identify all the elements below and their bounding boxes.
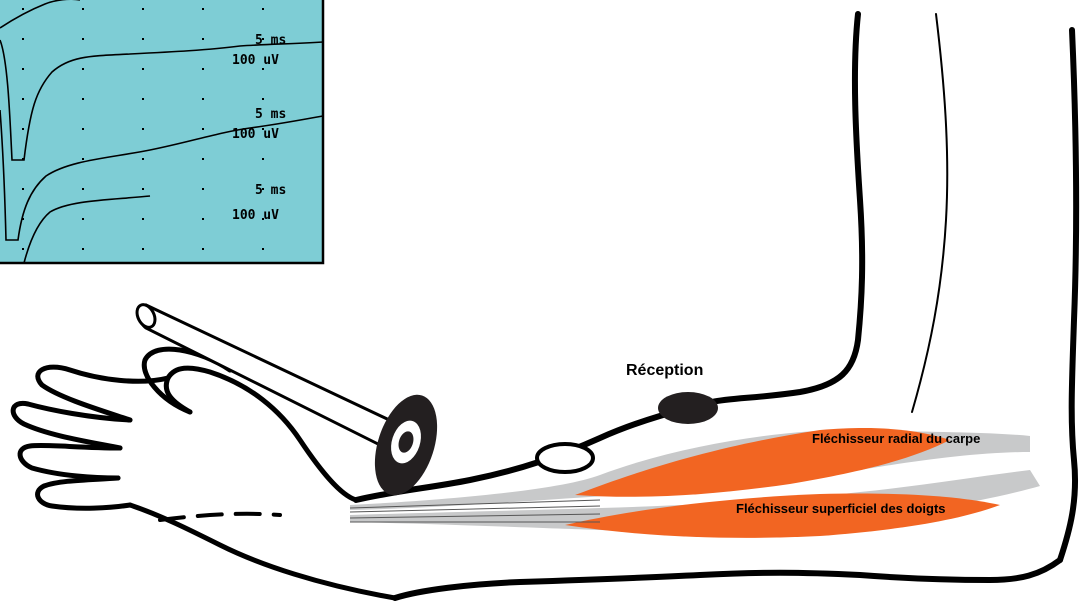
grid-dot (202, 68, 204, 70)
forearm-bottom-edge (395, 560, 1060, 598)
grid-dot (82, 248, 84, 250)
grid-dot (82, 38, 84, 40)
palm-crease (160, 514, 280, 520)
grid-dot (22, 128, 24, 130)
upper-arm-outer-edge (1060, 30, 1076, 560)
muscle-1-label: Fléchisseur radial du carpe (812, 431, 980, 446)
finger-middle (13, 403, 130, 448)
grid-dot (82, 8, 84, 10)
grid-dot (142, 128, 144, 130)
stimulator-handle (140, 305, 402, 450)
grid-dot (202, 128, 204, 130)
grid-dot (22, 38, 24, 40)
muscle-2-label: Fléchisseur superficiel des doigts (736, 501, 946, 516)
grid-dot (142, 158, 144, 160)
grid-dot (142, 188, 144, 190)
grid-dot (82, 128, 84, 130)
grid-dot (202, 8, 204, 10)
grid-dot (202, 218, 204, 220)
hand-outline (13, 349, 395, 598)
grid-dot (142, 98, 144, 100)
trace-1-amplitude-scale: 100 uV (232, 53, 279, 68)
grid-dot (202, 98, 204, 100)
grid-dot (262, 158, 264, 160)
grid-dot (202, 188, 204, 190)
finger-little (38, 478, 130, 508)
grid-dot (202, 158, 204, 160)
trace-3-time-scale: 5 ms (255, 183, 286, 198)
grid-dot (142, 68, 144, 70)
hand-palm-top (166, 368, 356, 500)
upper-arm-inner-edge (712, 14, 862, 402)
grid-dot (142, 248, 144, 250)
grid-dot (82, 158, 84, 160)
stimulating-hammer-icon (133, 302, 448, 503)
grid-dot (22, 98, 24, 100)
grid-dot (82, 218, 84, 220)
reception-label: Réception (626, 362, 703, 379)
grid-dot (262, 98, 264, 100)
trace-1-time-scale: 5 ms (255, 33, 286, 48)
grid-dot (262, 68, 264, 70)
finger-ring (20, 445, 120, 478)
grid-dot (22, 8, 24, 10)
biceps-contour (912, 14, 947, 412)
grid-dot (22, 248, 24, 250)
grid-dot (82, 68, 84, 70)
recording-electrode-icon (658, 392, 718, 424)
trace-2-time-scale: 5 ms (255, 107, 286, 122)
grid-dot (262, 8, 264, 10)
oscilloscope-panel: 5 ms 100 uV 5 ms 100 uV 5 ms 100 uV (0, 0, 323, 263)
grid-dot (262, 248, 264, 250)
reference-electrode-icon (537, 444, 593, 472)
grid-dot (22, 68, 24, 70)
grid-dot (202, 38, 204, 40)
trace-3-amplitude-scale: 100 uV (232, 208, 279, 223)
grid-dot (142, 218, 144, 220)
grid-dot (142, 8, 144, 10)
grid-dot (202, 248, 204, 250)
grid-dot (142, 38, 144, 40)
grid-dot (22, 188, 24, 190)
trace-2-amplitude-scale: 100 uV (232, 127, 279, 142)
grid-dot (82, 98, 84, 100)
grid-dot (82, 188, 84, 190)
